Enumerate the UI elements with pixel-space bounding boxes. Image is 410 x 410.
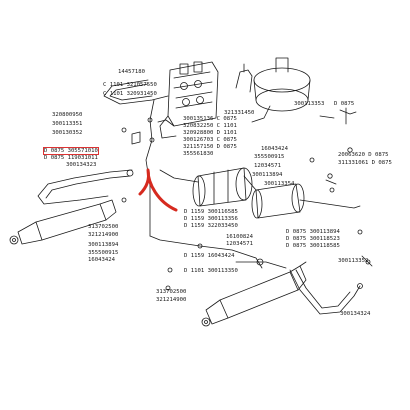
label-313702500-b: 313702500 — [156, 289, 187, 295]
label-300113354: 300113354 — [264, 181, 295, 187]
label-d1159-16043424: D 1159 16043424 — [184, 253, 235, 259]
label-12034571-b: 12034571 — [226, 241, 253, 247]
fluid-reservoir — [235, 57, 311, 123]
label-320928800: 320928800 D 1101 — [183, 130, 237, 136]
label-321214900-b: 321214900 — [156, 297, 187, 303]
label-300126703: 300126703 C 0875 — [183, 137, 237, 143]
label-355561830: 355561830 — [183, 151, 214, 157]
label-highlighted-part: D 0875 305571010 — [42, 146, 100, 156]
label-14457180: 14457180 — [118, 69, 145, 75]
label-d1159-322033450: D 1159 322033450 — [184, 223, 238, 229]
pump-block — [159, 61, 219, 139]
right-pipe — [319, 107, 357, 153]
label-300134324: 300134324 — [340, 311, 371, 317]
label-d1159-300116585: D 1159 300116585 — [184, 209, 238, 215]
label-300135136: 300135136 C 0875 — [183, 116, 237, 122]
label-d0875-300118523: D 0875 300118523 — [286, 236, 340, 242]
label-300113351: 300113351 — [52, 121, 83, 127]
left-cylinder-upper — [9, 197, 127, 245]
label-d0875-300118585: D 0875 300118585 — [286, 243, 340, 249]
label-321214900: 321214900 — [88, 232, 119, 238]
label-c1101-320931450: C 1101 320931450 — [103, 91, 157, 97]
label-16043424: 16043424 — [261, 146, 288, 152]
label-321331450: 321331450 — [224, 110, 255, 116]
red-annotation-arrow — [138, 168, 178, 212]
label-300113353: 300113353 — [294, 101, 325, 107]
label-313702500: 313702500 — [88, 224, 119, 230]
label-300113894-b: 300113894 — [88, 242, 119, 248]
label-d0875-right: D 0875 — [334, 101, 355, 107]
center-brake-pipe — [149, 235, 287, 269]
label-20063620: 20063620 D 0875 — [338, 152, 389, 158]
label-c1101-321057550: C 1101 321057550 — [103, 82, 157, 88]
left-cylinder-lower — [201, 261, 307, 327]
label-d1101-300113350: D 1101 300113350 — [184, 268, 238, 274]
label-320800950: 320800950 — [52, 112, 83, 118]
label-311331061: 311331061 D 0875 — [338, 160, 392, 166]
label-355500915-b: 355500915 — [88, 250, 119, 256]
fittings — [165, 157, 373, 291]
label-d0875-300113894: D 0875 300113894 — [286, 229, 340, 235]
label-d1159-300113356: D 1159 300113356 — [184, 216, 238, 222]
label-320832250: 320832250 C 1101 — [183, 123, 237, 129]
label-300134323: 300134323 — [66, 162, 97, 168]
label-300130352: 300130352 — [52, 130, 83, 136]
upper-brake-lines — [103, 79, 175, 237]
label-16100824: 16100824 — [226, 234, 253, 240]
left-flex-hose — [37, 169, 134, 205]
label-12034571: 12034571 — [254, 163, 281, 169]
label-321157150: 321157150 D 0875 — [183, 144, 237, 150]
servo-cylinders — [159, 167, 361, 219]
lower-flex-hose — [289, 269, 363, 315]
label-16043424-b: 16043424 — [88, 257, 115, 263]
label-355500915: 355500915 — [254, 154, 285, 160]
label-300113352: 300113352 — [338, 258, 369, 264]
label-300113894: 300113894 — [252, 172, 283, 178]
label-d0875-119031011: D 0875 119031011 — [44, 155, 98, 161]
